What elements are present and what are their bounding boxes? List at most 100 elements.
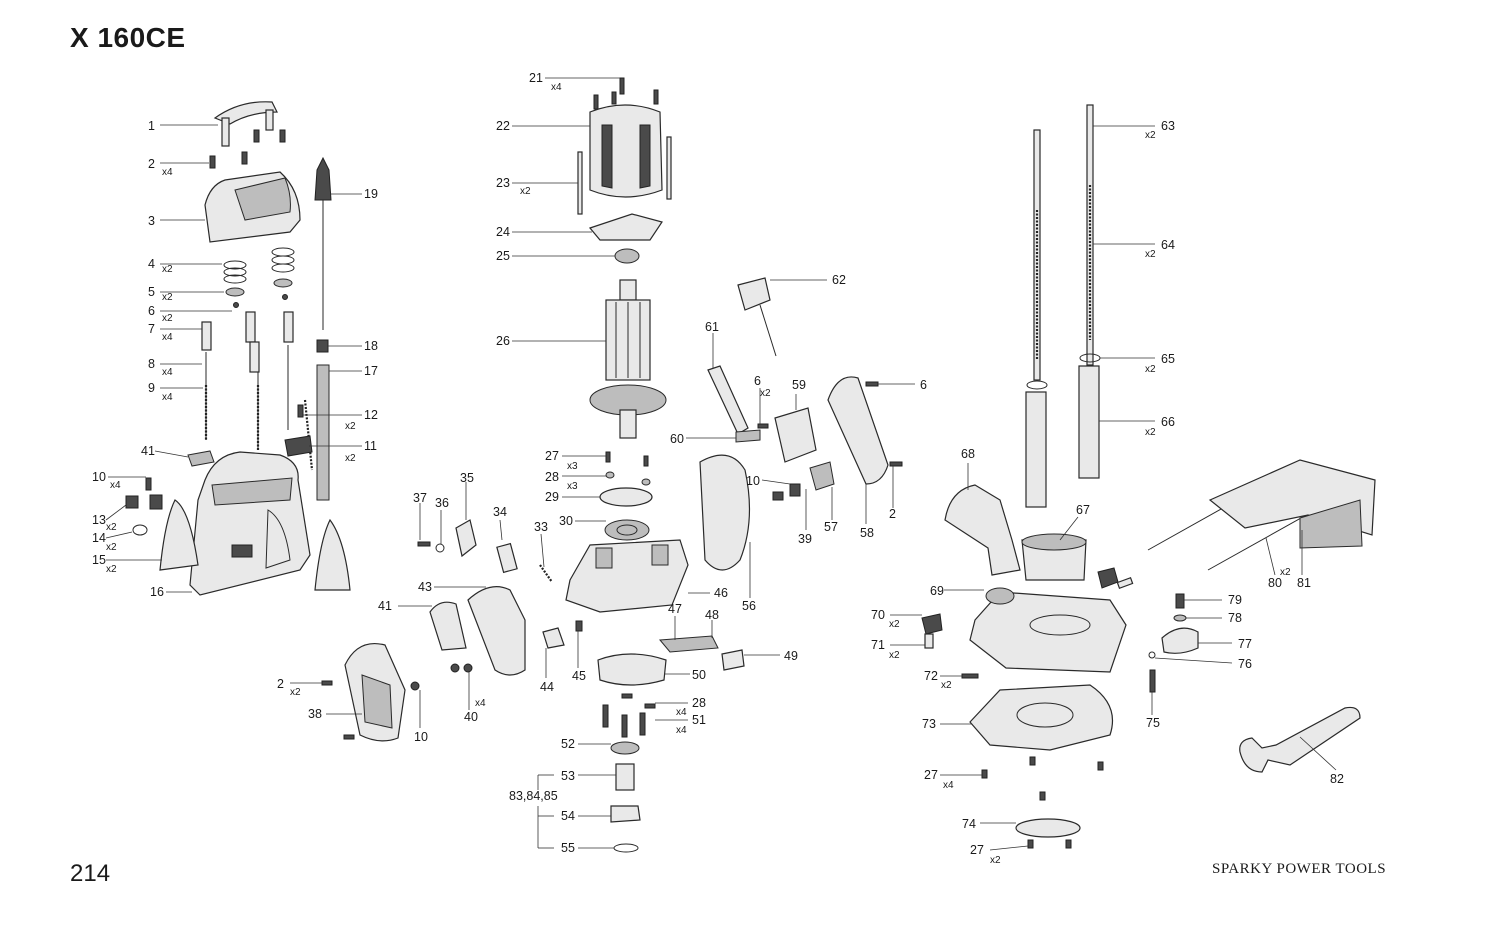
callout-number: 27 bbox=[924, 768, 938, 782]
callout-number: 80 bbox=[1268, 576, 1282, 590]
callout-number: 28 bbox=[692, 696, 706, 710]
callout-number: 69 bbox=[930, 584, 944, 598]
part-switch-screws bbox=[757, 423, 801, 501]
group-housing bbox=[125, 101, 351, 596]
part-collet-housing bbox=[597, 653, 667, 686]
part-side-cover bbox=[159, 499, 199, 571]
callout-qty: x2 bbox=[345, 453, 356, 464]
callout-number: 57 bbox=[824, 520, 838, 534]
part-switch bbox=[774, 407, 817, 463]
callout-number: 62 bbox=[832, 273, 846, 287]
callout-number: 21 bbox=[529, 71, 543, 85]
callout-number: 70 bbox=[871, 608, 885, 622]
callout-number: 59 bbox=[792, 378, 806, 392]
part-lock-plate bbox=[658, 635, 719, 653]
callout-number: 73 bbox=[922, 717, 936, 731]
callout-number: 29 bbox=[545, 490, 559, 504]
part-screw bbox=[889, 461, 903, 467]
part-long-screw bbox=[577, 151, 583, 215]
callout-qty: x4 bbox=[162, 392, 173, 403]
callout-number: 35 bbox=[460, 471, 474, 485]
callout-number: 77 bbox=[1238, 637, 1252, 651]
part-handle-cap bbox=[213, 101, 278, 125]
part-lock-knob bbox=[921, 613, 943, 635]
callout-number: 63 bbox=[1161, 119, 1175, 133]
callout-qty: x2 bbox=[106, 542, 117, 553]
callout-number: 72 bbox=[924, 669, 938, 683]
callout-number: 65 bbox=[1161, 352, 1175, 366]
group-switch bbox=[707, 277, 903, 501]
callout-number: 33 bbox=[534, 520, 548, 534]
part-small-spring bbox=[575, 620, 583, 632]
callout-number: 10 bbox=[92, 470, 106, 484]
callout-qty: x2 bbox=[889, 650, 900, 661]
callout-number: 41 bbox=[141, 444, 155, 458]
part-knob bbox=[429, 601, 467, 651]
callout-qty: x4 bbox=[943, 780, 954, 791]
part-handle-post bbox=[221, 117, 230, 147]
group-motor bbox=[321, 77, 751, 853]
callout-number: 23 bbox=[496, 176, 510, 190]
brand-footer: SPARKY POWER TOOLS bbox=[1212, 861, 1387, 877]
callout-number: 82 bbox=[1330, 772, 1344, 786]
callout-number: 49 bbox=[784, 649, 798, 663]
callout-number: 71 bbox=[871, 638, 885, 652]
callout-qty: x2 bbox=[345, 421, 356, 432]
page-number: 214 bbox=[70, 860, 111, 887]
callout-qty: x4 bbox=[551, 82, 562, 93]
callout-number: 51 bbox=[692, 713, 706, 727]
callout-number: 74 bbox=[962, 817, 976, 831]
callout-number: 56 bbox=[742, 599, 756, 613]
callout-number: 66 bbox=[1161, 415, 1175, 429]
callout-number: 43 bbox=[418, 580, 432, 594]
callout-qty: x4 bbox=[162, 332, 173, 343]
leader-lines bbox=[105, 77, 1337, 851]
callout-number: 54 bbox=[561, 809, 575, 823]
callout-qty: x2 bbox=[106, 564, 117, 575]
callout-number: 39 bbox=[798, 532, 812, 546]
callout-number: 55 bbox=[561, 841, 575, 855]
callout-qty: x2 bbox=[889, 619, 900, 630]
part-armature bbox=[589, 279, 667, 439]
callout-qty: x2 bbox=[520, 186, 531, 197]
part-long-screw bbox=[666, 136, 672, 200]
callout-number: 11 bbox=[364, 439, 377, 453]
part-centering-disc bbox=[1015, 818, 1081, 838]
callout-number: 75 bbox=[1146, 716, 1160, 730]
callout-qty: x3 bbox=[567, 461, 578, 472]
callout-number: 16 bbox=[150, 585, 164, 599]
callout-number: 27 bbox=[970, 843, 984, 857]
part-stator bbox=[589, 104, 663, 198]
callout-qty: x2 bbox=[106, 522, 117, 533]
callout-qty: x2 bbox=[1145, 249, 1156, 260]
callout-number: 37 bbox=[413, 491, 427, 505]
callout-number: 45 bbox=[572, 669, 586, 683]
callout-number: 58 bbox=[860, 526, 874, 540]
callout-number: 50 bbox=[692, 668, 706, 682]
part-side-cover bbox=[314, 518, 351, 591]
callout-number: 76 bbox=[1238, 657, 1252, 671]
callout-number: 2 bbox=[889, 507, 896, 521]
callout-number: 2 bbox=[277, 677, 284, 691]
callout-qty: x4 bbox=[475, 698, 486, 709]
callout-qty: x2 bbox=[1145, 364, 1156, 375]
callout-number: 24 bbox=[496, 225, 510, 239]
callout-qty: x4 bbox=[676, 725, 687, 736]
callout-number: 36 bbox=[435, 496, 449, 510]
part-baffle bbox=[588, 213, 663, 241]
part-column-tube bbox=[1025, 391, 1047, 508]
part-ball bbox=[1148, 651, 1156, 659]
part-collet bbox=[615, 763, 635, 791]
part-brush-holder bbox=[284, 435, 313, 457]
callout-number: 64 bbox=[1161, 238, 1175, 252]
part-washer bbox=[1173, 614, 1187, 622]
part-collet-nut bbox=[610, 805, 641, 823]
callout-number: 19 bbox=[364, 187, 378, 201]
part-screw bbox=[1175, 593, 1185, 609]
part-wrench bbox=[1239, 706, 1361, 773]
callout-number: 53 bbox=[561, 769, 575, 783]
part-handle-half bbox=[827, 376, 889, 485]
part-screw bbox=[865, 381, 879, 387]
callout-number: 67 bbox=[1076, 503, 1090, 517]
callout-qty: x2 bbox=[941, 680, 952, 691]
